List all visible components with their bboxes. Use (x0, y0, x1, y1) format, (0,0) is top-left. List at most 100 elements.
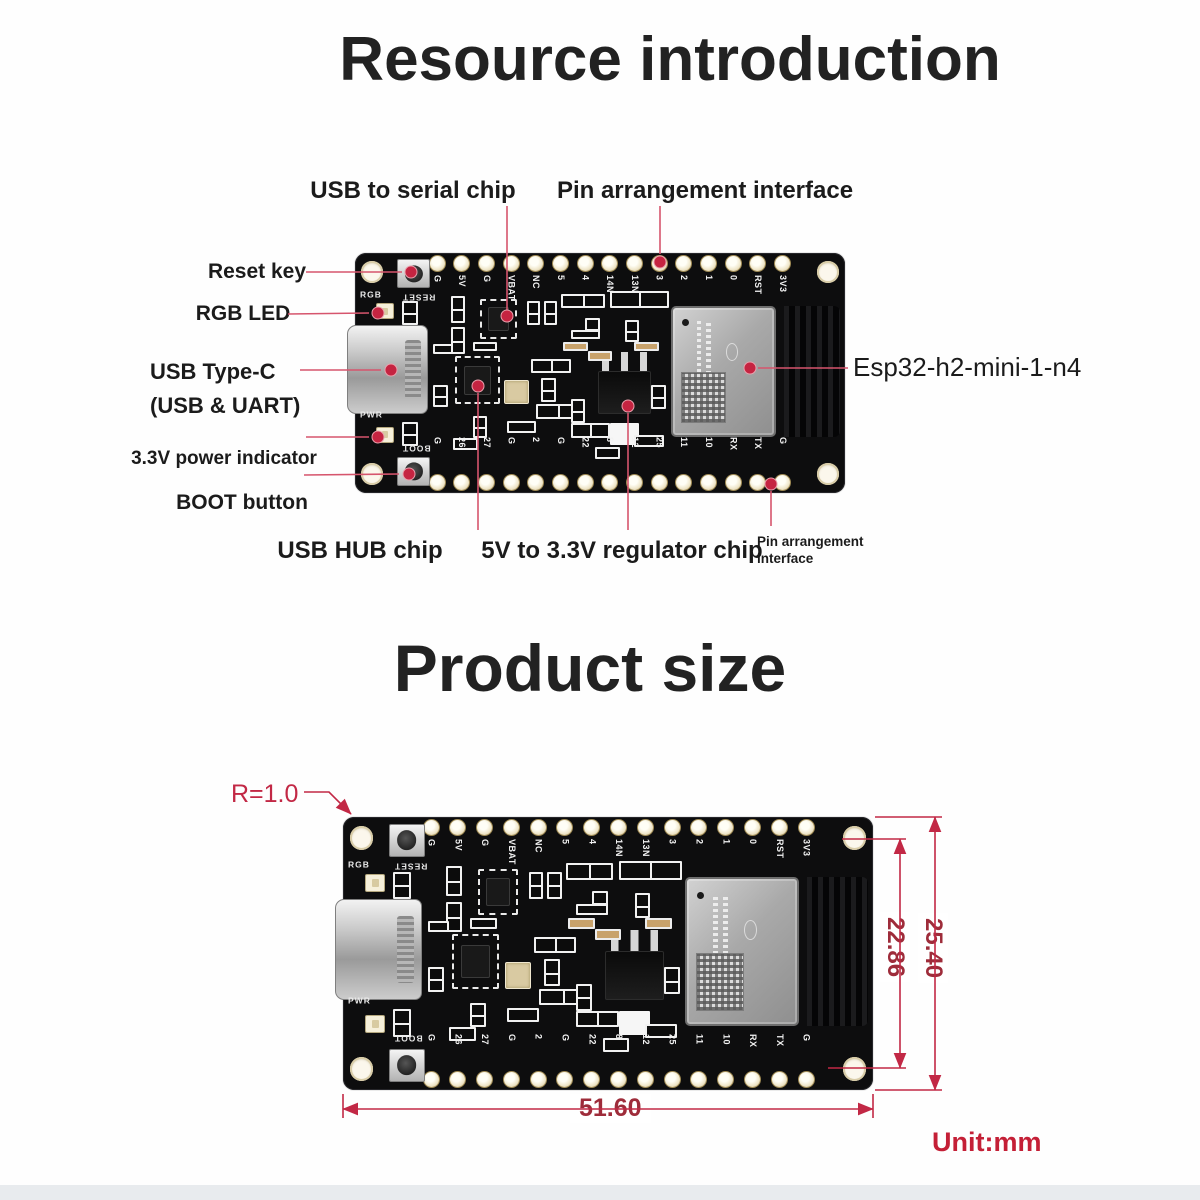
callout-regulator-chip: 5V to 3.3V regulator chip (481, 537, 763, 564)
pin-label: 14N (614, 839, 624, 858)
pin-pad (650, 474, 668, 491)
pin-label: 11 (694, 1034, 704, 1045)
pin-label: NC (533, 839, 543, 853)
pin-label: 3V3 (801, 839, 811, 857)
smd-part (446, 866, 463, 897)
pin-label: 5 (555, 275, 565, 281)
castellated-pin: 3V3 (773, 255, 791, 309)
smd-part (470, 918, 497, 929)
pin-pad (601, 474, 619, 491)
mounting-hole (842, 826, 867, 850)
pin-pad (556, 819, 574, 836)
pin-label: G (560, 1034, 570, 1042)
castellated-pin: 3V3 (797, 819, 815, 873)
pin-pad (422, 819, 440, 836)
smd-part (576, 1010, 619, 1028)
pin-label: 12 (640, 1034, 650, 1046)
pin-label: 13N (629, 275, 639, 294)
callout-usb-type-c: USB Type-C (USB & UART) (150, 355, 300, 423)
castellated-pin: TX (749, 437, 767, 491)
module-qr-code (681, 372, 726, 424)
pin-pad (717, 1071, 735, 1088)
smd-part (634, 893, 651, 918)
pin-pad (449, 1071, 467, 1088)
castellated-pin: 22 (583, 1034, 601, 1088)
castellated-pin: 5V (449, 819, 467, 873)
castellated-pin: 26 (449, 1034, 467, 1088)
callout-usb-serial-chip: USB to serial chip (310, 177, 516, 204)
smd-part (507, 1008, 540, 1022)
smd-part (602, 1038, 630, 1052)
castellated-pin: G (502, 437, 520, 491)
pin-pad (583, 1071, 601, 1088)
callout-esp32-module: Esp32-h2-mini-1-n4 (853, 352, 1082, 382)
pin-pad (502, 819, 520, 836)
castellated-pin: 5 (556, 819, 574, 873)
usb-c-contacts (397, 915, 415, 984)
module-ce-mark (744, 919, 758, 940)
castellated-pin: G (773, 437, 791, 491)
castellated-pin: TX (770, 1034, 788, 1088)
smd-part (401, 422, 419, 447)
rgb-led (365, 874, 386, 893)
castellated-pin: G (502, 1034, 520, 1088)
smd-part (568, 918, 595, 929)
smd-part (526, 301, 541, 325)
pin-label: TX (774, 1034, 784, 1047)
smd-part (478, 868, 518, 916)
pin-label: 1 (721, 839, 731, 845)
smd-part (594, 928, 622, 940)
pin-pad (744, 819, 762, 836)
pin-label: 12 (629, 437, 639, 449)
smd-part (433, 385, 449, 407)
smd-part (570, 329, 600, 340)
castellated-pin: 8 (601, 437, 619, 491)
smd-part (433, 344, 453, 354)
pin-pad (625, 255, 643, 272)
smd-part (563, 341, 588, 352)
smd-part (570, 399, 586, 424)
smd-part (446, 901, 463, 932)
castellated-pin: 25 (650, 437, 668, 491)
callout-rgb-led: RGB LED (195, 302, 291, 325)
pin-pad (744, 1071, 762, 1088)
smd-part (450, 296, 466, 323)
pin-label: 5V (457, 275, 467, 288)
dim-width: 51.60 (570, 1094, 651, 1123)
smd-part (576, 983, 593, 1011)
reset-button (386, 824, 427, 857)
castellated-pin: RX (724, 437, 742, 491)
pwr-led (375, 427, 395, 443)
pin-pad (675, 474, 693, 491)
pin-label: 22 (580, 437, 590, 449)
pin-pad (797, 1071, 815, 1088)
pin-pad (690, 1071, 708, 1088)
mounting-hole (842, 1057, 867, 1081)
castellated-pin: 12 (625, 437, 643, 491)
pin-label: 5 (560, 839, 570, 845)
callout-power-indicator: 3.3V power indicator (131, 448, 317, 469)
callout-usb-hub-chip: USB HUB chip (277, 537, 443, 564)
pin-pad (717, 819, 735, 836)
pin-label: 4 (580, 275, 590, 281)
pin-pad (477, 474, 495, 491)
smd-part (570, 423, 610, 438)
pin-pad (422, 1071, 440, 1088)
pin-label: 3V3 (777, 275, 787, 293)
pin-pad (625, 474, 643, 491)
smd-part (472, 416, 488, 438)
pin-pad (502, 1071, 520, 1088)
castellated-pin: 2 (529, 1034, 547, 1088)
pin-pad (502, 474, 520, 491)
pin-label: 25 (654, 437, 664, 449)
dim-inner-height: 22.86 (880, 912, 910, 983)
castellated-pin: G (422, 1034, 440, 1088)
callout-usb-type-c-line1: USB Type-C (150, 359, 276, 384)
usb-c-connector (347, 325, 429, 414)
smd-part (609, 291, 669, 309)
smd-part (531, 358, 571, 373)
pin-pad (610, 819, 628, 836)
pin-pad (576, 255, 594, 272)
smd-part (605, 930, 664, 1000)
